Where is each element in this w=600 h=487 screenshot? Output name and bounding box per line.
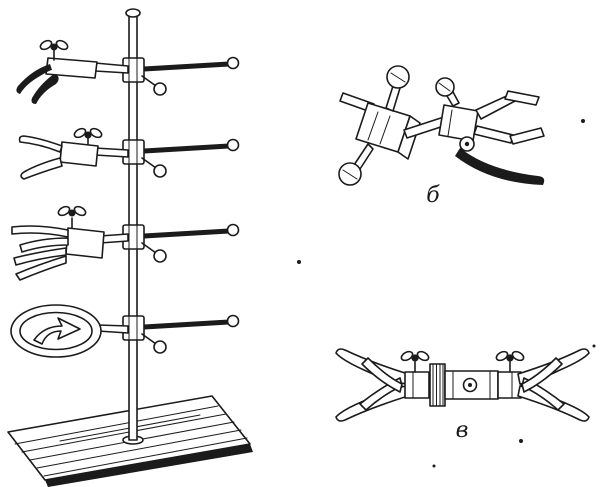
fork-tine-3 xyxy=(13,247,67,266)
fork-tine-4 xyxy=(15,255,67,281)
screw-ball-2 xyxy=(153,164,167,178)
left-clamp-body xyxy=(404,371,430,399)
bosshead-3 xyxy=(122,223,240,263)
fork-tine-2 xyxy=(19,237,69,253)
clamp-open-jaws xyxy=(18,127,129,180)
holder-lines-4 xyxy=(128,315,138,341)
wing-nut-center xyxy=(50,43,58,51)
wing-nut-center xyxy=(506,354,514,362)
clamp-head-body xyxy=(438,104,479,142)
jaw-lower-tip xyxy=(509,127,545,145)
wing-nut-wing xyxy=(89,127,103,139)
wing-nut-wing xyxy=(73,205,87,217)
wing-nut-center xyxy=(84,131,92,139)
screw-ball-4 xyxy=(153,340,167,354)
rod-top-cap xyxy=(125,8,141,18)
ink-speck xyxy=(519,439,523,443)
horizontal-rod-2 xyxy=(141,143,232,154)
screw-stem-2 xyxy=(141,157,157,169)
assembly-b: б xyxy=(338,65,545,208)
wing-nut-wing xyxy=(495,350,509,362)
wing-nut-center xyxy=(411,354,419,362)
bosshead-hatch xyxy=(367,111,391,145)
horizontal-rod-3 xyxy=(141,228,232,239)
ink-speck xyxy=(592,344,596,348)
wing-nut-wing xyxy=(416,350,430,362)
screw-ball-3 xyxy=(153,249,167,263)
clamp-arm xyxy=(94,147,129,158)
jaw-lower xyxy=(20,157,63,180)
ink-specks xyxy=(297,119,596,468)
horizontal-rod-4 xyxy=(141,319,232,330)
lab-stand xyxy=(7,8,253,487)
clamp-ball-slot xyxy=(438,82,451,92)
screw-ball-1 xyxy=(153,82,167,96)
fork-tine-1 xyxy=(11,225,69,238)
ink-speck xyxy=(297,260,301,264)
bolt-slot-lower xyxy=(342,169,358,180)
wing-nut-wing xyxy=(73,127,87,139)
holder-lines-3 xyxy=(128,224,138,250)
assembly-v: в xyxy=(335,348,590,443)
wing-nut-center xyxy=(68,209,76,217)
wing-nut-wing xyxy=(39,39,53,51)
bosshead-1 xyxy=(122,56,240,96)
clamp-head-hatch xyxy=(447,109,453,137)
jaw-beak-upper xyxy=(16,64,52,94)
bosshead-2 xyxy=(122,138,240,178)
support-ring xyxy=(10,304,129,358)
rod-end-ball-1 xyxy=(226,56,240,70)
jaw-lower-arm xyxy=(473,125,514,144)
coupler-pin xyxy=(468,383,472,387)
holder-lines-1 xyxy=(128,57,138,83)
wing-nut-wing xyxy=(400,350,414,362)
clamp-body xyxy=(65,227,105,259)
clamp-fork xyxy=(11,205,129,281)
rod-end-ball-4 xyxy=(226,314,240,328)
right-clamp-body xyxy=(497,371,522,399)
jaw-upper-tip xyxy=(504,90,540,106)
pivot-pin xyxy=(464,141,470,147)
ring-arrow-mark xyxy=(33,317,81,345)
ring-arm xyxy=(97,324,129,334)
clamp-small xyxy=(16,39,129,104)
ink-speck xyxy=(432,464,436,468)
bolt-slot-upper xyxy=(390,72,406,83)
jaw-upper xyxy=(18,135,63,153)
label-b: б xyxy=(426,183,440,208)
screw-stem-1 xyxy=(141,75,157,87)
clamp-handle xyxy=(455,148,545,185)
clamp-body xyxy=(59,141,99,167)
wing-nut-wing xyxy=(511,350,525,362)
screw-stem-4 xyxy=(141,333,157,345)
rod-end-ball-2 xyxy=(226,138,240,152)
knurled-ribs xyxy=(432,363,444,407)
coupler-lines xyxy=(452,370,491,400)
base-front-edge xyxy=(45,444,253,487)
rod-end-ball-3 xyxy=(226,223,240,237)
bolt-stem-upper xyxy=(385,85,401,112)
wing-nut-wing xyxy=(57,205,71,217)
jaw-beak-lower xyxy=(31,74,59,104)
wing-nut-wing xyxy=(55,39,69,51)
bosshead-4 xyxy=(122,314,240,354)
left-jaw-cross-2 xyxy=(361,357,403,393)
horizontal-rod-1 xyxy=(141,61,232,72)
right-jaw-cross-2 xyxy=(521,357,563,393)
ink-speck xyxy=(581,119,585,123)
holder-lines-2 xyxy=(128,139,138,165)
screw-stem-3 xyxy=(141,242,157,254)
label-v: в xyxy=(456,418,469,443)
